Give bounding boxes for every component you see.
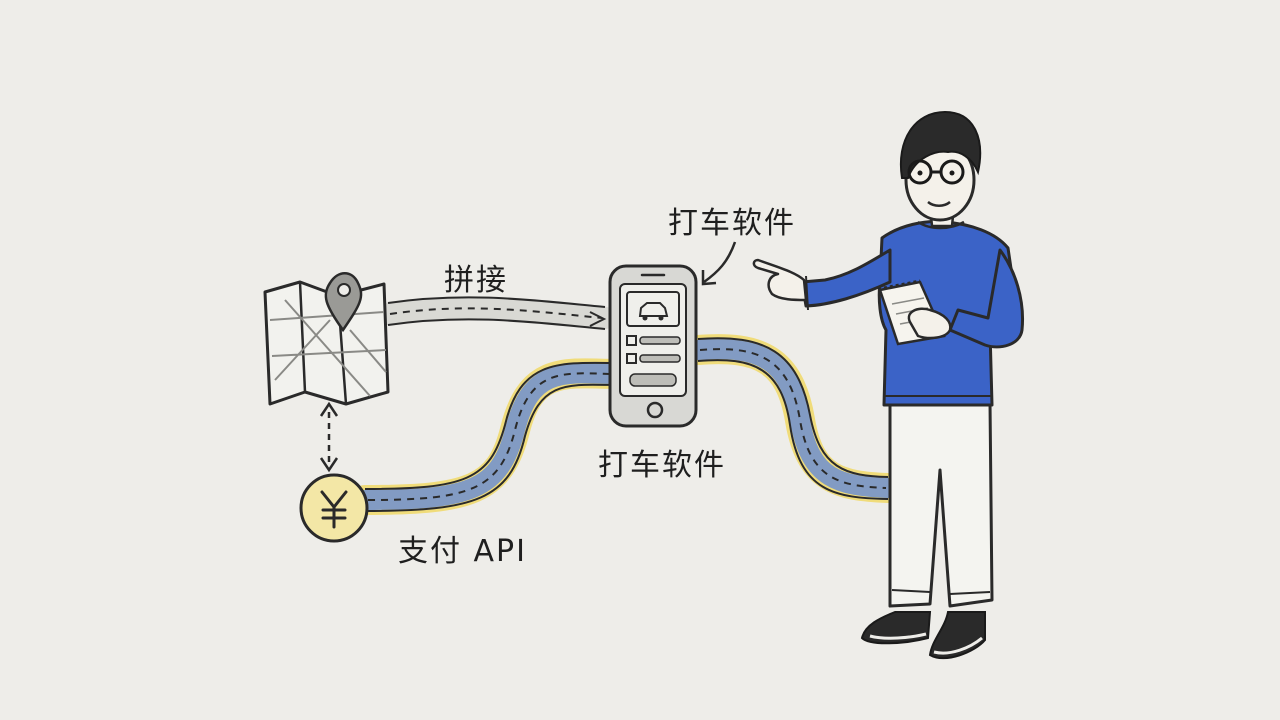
glasses-icon [907,159,965,185]
label-payment-api: 支付 API [398,534,527,569]
map-icon [263,272,390,406]
person-illustration [752,110,1025,660]
road-map-to-phone [377,296,616,330]
yuan-coin-icon [299,473,369,543]
road-coin-to-phone [350,358,627,515]
map-coin-arrow [319,401,339,473]
road-phone-to-person [683,334,903,503]
label-splice: 拼接 [444,263,508,298]
label-taxi-app-callout: 打车软件 [668,206,796,241]
smartphone-icon [608,264,698,428]
callout-arrow [701,241,737,286]
label-taxi-app-phone: 打车软件 [598,448,726,483]
